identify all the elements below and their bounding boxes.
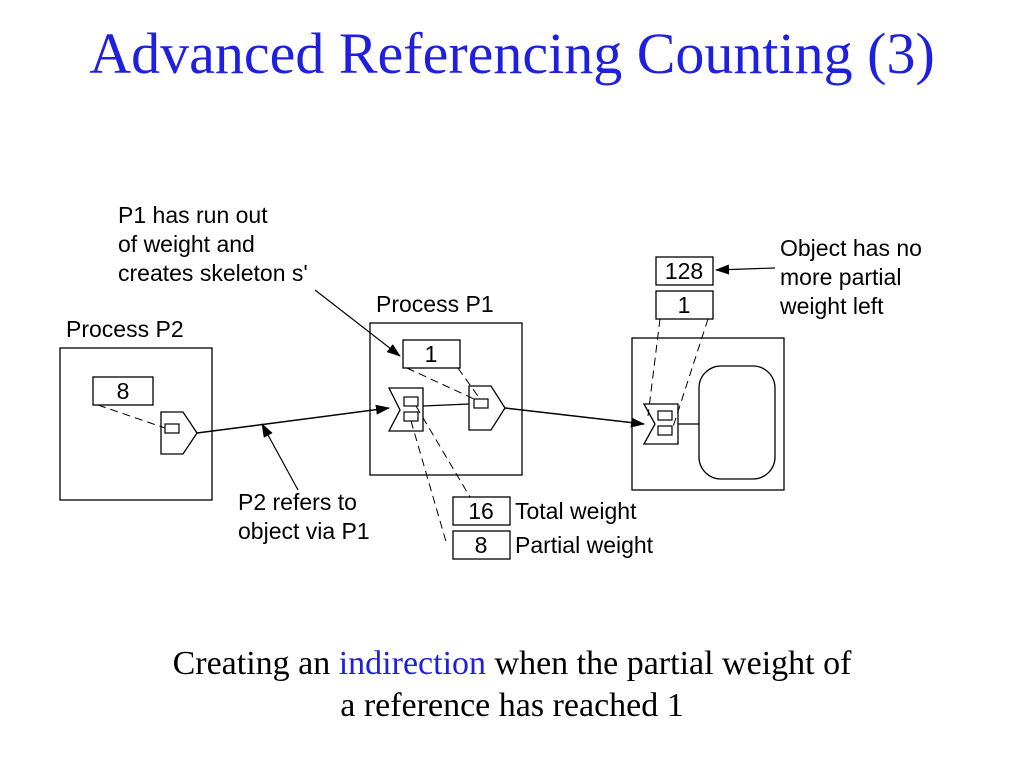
- p1-weight-link-right: [457, 367, 481, 400]
- caption-text-before: Creating an: [172, 645, 339, 682]
- p2-proxy-weight: 8: [117, 378, 130, 404]
- annotation-object-arrow: [715, 264, 776, 275]
- skeleton-weight-link-left: [410, 420, 448, 546]
- weighted-reference-counting-diagram: Process P2 8 Process P1 1 128 1 P1 has r…: [59, 202, 922, 560]
- annotation-p1-line2: of weight and: [118, 231, 255, 257]
- process-p2-label: Process P2: [66, 316, 184, 342]
- object-partial-weight-box: [655, 290, 714, 320]
- process-p1-label: Process P1: [376, 291, 494, 317]
- p2-proxy-weight-box: [92, 376, 154, 406]
- object-process-box: [631, 337, 785, 491]
- caption-line-2: a reference has reached 1: [340, 687, 684, 724]
- p1-skeleton-slot-bottom: [403, 411, 419, 422]
- page-title: Advanced Referencing Counting (3): [89, 21, 935, 86]
- object-weight-link-left: [647, 318, 661, 417]
- legend-partial-weight: Partial weight: [515, 532, 654, 558]
- p1-skeleton-slot-top: [403, 396, 419, 407]
- legend-total-weight: Total weight: [515, 498, 637, 524]
- skeleton-total-weight: 16: [468, 498, 494, 524]
- object-total-weight: 128: [665, 258, 703, 284]
- p1-skeleton-weight-box: [402, 339, 461, 369]
- skeleton-partial-weight: 8: [475, 532, 488, 558]
- reference-p1-to-object: [504, 407, 645, 428]
- caption-line-1: Creating an indirection when the partial…: [0, 643, 1024, 685]
- skeleton-total-weight-box: [452, 496, 511, 526]
- p1-skeleton-weight: 1: [425, 341, 438, 367]
- annotation-p2-line2: object via P1: [238, 518, 370, 544]
- annotation-p1-arrow: [314, 289, 401, 357]
- caption-text-after: when the partial weight of: [486, 645, 852, 682]
- reference-p2-to-p1: [196, 404, 390, 434]
- object-total-weight-box: [655, 256, 714, 286]
- process-p2-box: [59, 347, 213, 501]
- object-weight-link-right: [671, 318, 709, 431]
- annotation-object-line3: weight left: [779, 293, 884, 319]
- caption-highlight: indirection: [338, 645, 487, 682]
- slide-caption: Creating an indirection when the partial…: [0, 643, 1024, 727]
- annotation-p2-line1: P2 refers to: [238, 489, 357, 515]
- annotation-object-line1: Object has no: [780, 235, 922, 261]
- p1-proxy-slot: [473, 398, 489, 409]
- skeleton-weight-link-right: [415, 405, 471, 498]
- annotation-p1-line3: creates skeleton s': [118, 260, 308, 286]
- object-skeleton-slot-bottom: [657, 425, 673, 436]
- p2-weight-link: [97, 404, 166, 429]
- p2-proxy-slot: [164, 423, 180, 434]
- object-partial-weight: 1: [678, 292, 691, 318]
- reference-skeleton-to-proxy: [422, 403, 470, 407]
- annotation-p1-line1: P1 has run out: [118, 202, 268, 228]
- annotation-p2-arrow: [261, 423, 299, 491]
- object-shape: [698, 365, 776, 480]
- annotation-object-line2: more partial: [780, 264, 901, 290]
- process-p1-box: [369, 322, 523, 476]
- skeleton-partial-weight-box: [452, 530, 511, 560]
- object-skeleton-slot-top: [657, 410, 673, 421]
